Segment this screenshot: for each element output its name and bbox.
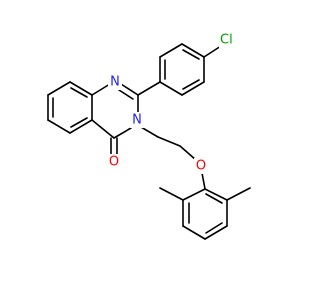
bond xyxy=(182,225,206,240)
bond xyxy=(140,126,159,138)
bond xyxy=(159,81,183,96)
bond xyxy=(179,145,197,161)
bond xyxy=(69,81,93,96)
atom-n3: N xyxy=(130,112,144,128)
atom-o-carbonyl: O xyxy=(107,154,121,170)
atom-layer: N N O O Cl xyxy=(107,32,239,174)
bond-layer xyxy=(47,43,251,240)
bond xyxy=(47,119,71,134)
bond xyxy=(69,119,93,134)
bond xyxy=(91,83,111,96)
bond xyxy=(204,225,228,240)
bond xyxy=(47,81,71,96)
structure-canvas: N N O O Cl xyxy=(47,32,251,240)
bond xyxy=(70,117,88,128)
atom-o-ether: O xyxy=(194,158,208,174)
bond xyxy=(118,89,134,100)
bond xyxy=(182,79,200,90)
bond xyxy=(181,81,205,96)
atom-label-n1: N xyxy=(110,75,120,90)
bond xyxy=(182,49,200,60)
bond xyxy=(70,87,88,98)
molecule-structure: N N O O Cl xyxy=(47,32,251,240)
atom-label-o-ether: O xyxy=(196,159,206,174)
bond xyxy=(201,172,206,190)
bond xyxy=(120,83,139,96)
bond xyxy=(226,187,251,201)
bond xyxy=(205,222,223,234)
bond xyxy=(204,188,228,201)
bond xyxy=(205,193,223,204)
bond xyxy=(159,187,184,201)
atom-n1: N xyxy=(108,74,122,90)
atom-label-o-carbonyl: O xyxy=(109,155,119,170)
atom-label-cl: Cl xyxy=(220,33,233,48)
atom-label-n3: N xyxy=(132,113,142,128)
bond xyxy=(181,43,205,58)
bond xyxy=(203,45,222,58)
bond xyxy=(157,136,181,147)
bond xyxy=(91,119,115,139)
atom-cl: Cl xyxy=(219,32,239,48)
bond xyxy=(182,188,206,201)
bond xyxy=(137,81,161,96)
bond xyxy=(113,127,132,139)
bond xyxy=(159,43,183,58)
